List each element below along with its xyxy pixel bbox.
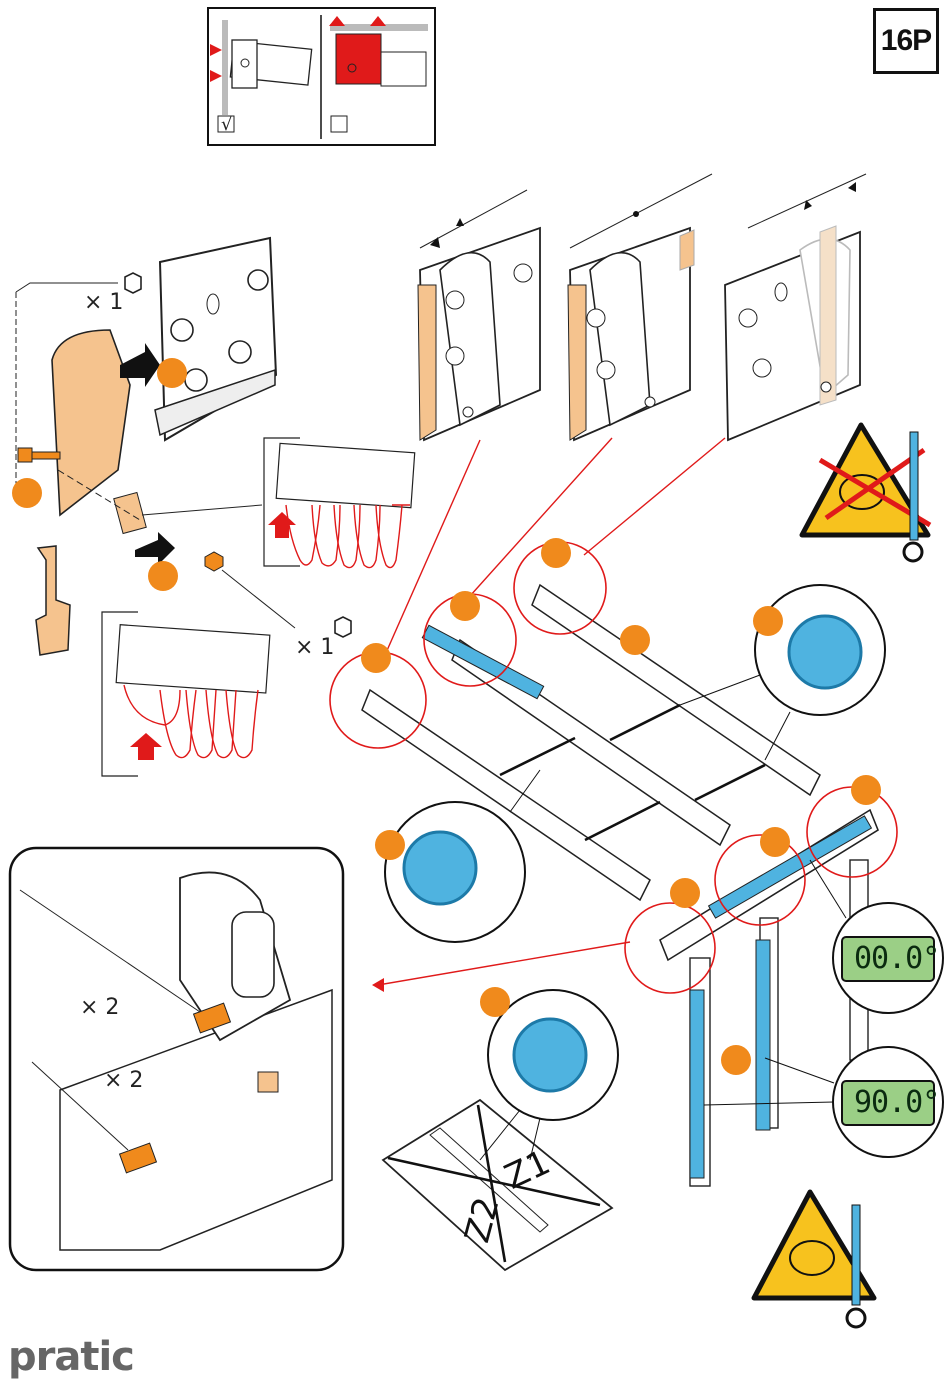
check-box-icon bbox=[331, 116, 347, 132]
tape-measure-icon bbox=[514, 1019, 586, 1091]
quantity-detail-upper: × 2 bbox=[80, 995, 119, 1020]
hex-nut-icon bbox=[125, 273, 141, 293]
quantity-nut: × 1 bbox=[295, 635, 334, 660]
orientation-check-panel bbox=[208, 8, 435, 145]
detail-box bbox=[10, 848, 343, 1270]
brand-logo: pratic bbox=[8, 1334, 134, 1380]
quantity-detail-lower: × 2 bbox=[104, 1068, 143, 1093]
quantity-bolt: × 1 bbox=[84, 290, 123, 315]
hex-nut-icon bbox=[335, 617, 351, 637]
check-mark: √ bbox=[221, 114, 232, 135]
tape-measure-icon bbox=[404, 832, 476, 904]
level-reading-horizontal: 00.0° bbox=[854, 941, 939, 976]
plate-views bbox=[418, 174, 866, 440]
detail-clip-upper bbox=[264, 438, 415, 568]
detail-clip-lower bbox=[102, 612, 270, 776]
page-number: 16P bbox=[873, 8, 939, 74]
tape-measure-icon bbox=[789, 616, 861, 688]
bracket-exploded-view bbox=[16, 238, 295, 655]
level-reading-vertical: 90.0° bbox=[854, 1085, 939, 1120]
